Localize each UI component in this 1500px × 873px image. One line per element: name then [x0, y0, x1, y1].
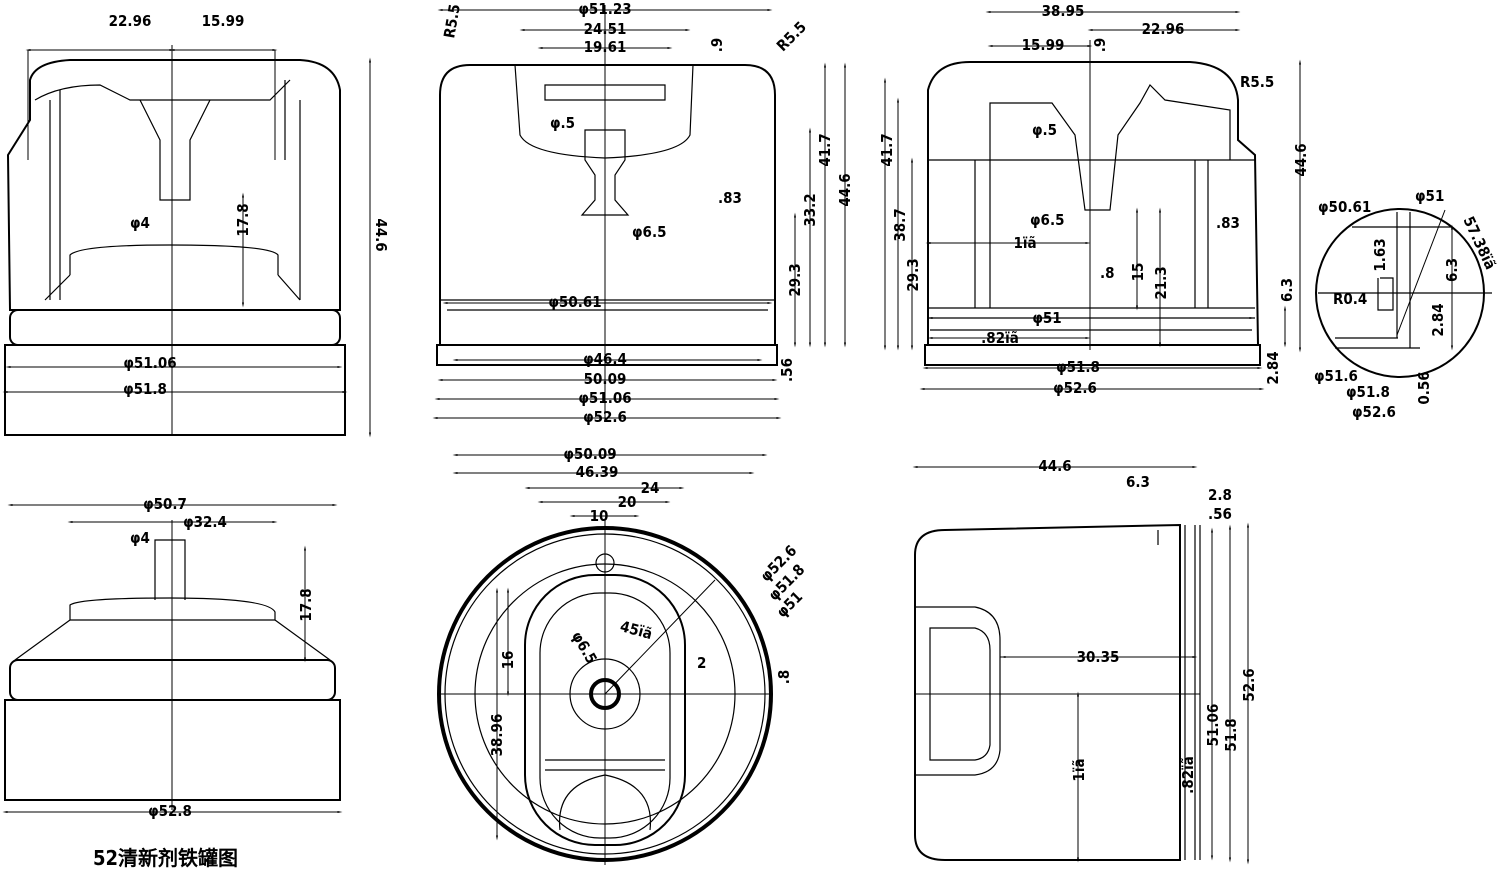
dim-label: 38.7	[891, 208, 909, 241]
view-inner-part: φ50.7 φ32.4 φ4 17.8 φ52.8	[2, 495, 343, 820]
dim-label: 6.3	[1443, 258, 1461, 282]
dim-label: φ46.4	[583, 350, 627, 368]
dim-label: φ51.06	[123, 354, 176, 372]
dim-label: 6.3	[1126, 473, 1150, 491]
dim-label: 44.6	[1038, 457, 1071, 475]
dim-label: R5.5	[773, 18, 810, 55]
dim-label: .56	[1208, 505, 1232, 523]
dim-label: .83	[718, 189, 742, 207]
dim-label: 44.6	[836, 173, 854, 206]
dim-label: 24	[641, 479, 660, 497]
dim-label: R5.5	[440, 3, 464, 40]
dim-label: .9	[708, 38, 726, 53]
dim-label: φ51.8	[1346, 383, 1390, 401]
dim-label: φ.5	[1032, 121, 1057, 139]
dim-label: 24.51	[584, 20, 627, 38]
dim-label: 2.84	[1429, 303, 1447, 336]
dim-label: 1ïã	[1013, 234, 1036, 252]
dim-label: .82ïã	[1179, 756, 1197, 794]
dim-label: 45ïã	[618, 617, 654, 643]
dim-label: 44.6	[372, 218, 390, 251]
dim-label: 2	[697, 654, 706, 672]
dim-label: φ6.5	[568, 628, 601, 667]
dim-label: 50.09	[584, 370, 627, 388]
dim-label: 57.38ïã	[1459, 214, 1499, 273]
dim-label: 29.3	[786, 263, 804, 296]
dim-label: 2.8	[1208, 486, 1232, 504]
dim-label: φ52.6	[583, 408, 627, 426]
dim-label: 20	[618, 493, 637, 511]
dim-label: φ32.4	[183, 513, 227, 531]
view-side-b: 44.6 6.3 2.8 .56 30.35 1ïã .82ïã 51.06 5…	[912, 457, 1258, 865]
dim-label: .9	[1091, 38, 1109, 53]
dim-label: φ51.6	[1314, 367, 1358, 385]
dim-label: 22.96	[109, 12, 152, 30]
dim-label: 10	[590, 507, 609, 525]
dim-label: φ51.06	[578, 389, 631, 407]
dim-label: φ52.8	[148, 802, 192, 820]
dim-label: φ51	[1032, 309, 1061, 327]
dim-label: 6.3	[1278, 278, 1296, 302]
dim-label: 46.39	[576, 463, 619, 481]
dim-label: 2.84	[1264, 351, 1282, 384]
dim-label: φ6.5	[632, 223, 666, 241]
dim-label: 51.06	[1204, 704, 1222, 747]
dim-label: φ50.09	[563, 445, 616, 463]
dim-label: R0.4	[1333, 290, 1367, 308]
dim-label: 41.7	[816, 133, 834, 166]
detail-view: φ50.61 φ51 57.38ïã 1.63 6.3 R0.4 2.84 φ5…	[1314, 187, 1500, 421]
dim-label: 15.99	[202, 12, 245, 30]
drawing-title: 52清新剂铁罐图	[93, 846, 238, 870]
dim-label: 51.8	[1222, 718, 1240, 751]
view-side: φ51.23 24.51 19.61 .9 R5.5 R5.5 φ.5 .83 …	[432, 0, 854, 426]
dim-label: .56	[778, 358, 796, 382]
view-section-b: 38.95 22.96 15.99 .9 R5.5 φ.5 φ6.5 .83 4…	[878, 2, 1310, 397]
dim-label: φ4	[130, 214, 150, 232]
dim-label: 33.2	[801, 193, 819, 226]
dim-label: φ52.6	[1352, 403, 1396, 421]
dim-label: .8	[1100, 264, 1115, 282]
dim-label: 17.8	[297, 588, 315, 621]
dim-label: 1.63	[1371, 238, 1389, 271]
dim-label: φ51	[1415, 187, 1444, 205]
dim-label: 15.99	[1022, 36, 1065, 54]
dim-label: 38.96	[488, 714, 506, 757]
dim-label: φ6.5	[1030, 211, 1064, 229]
dim-label: .82ïã	[981, 329, 1019, 347]
dim-label: R5.5	[1240, 73, 1274, 91]
dim-label: φ50.61	[548, 293, 601, 311]
view-top-plan: φ50.09 46.39 24 20 10 φ52.6 φ51.8 φ51 45…	[437, 445, 808, 865]
dim-label: φ51.8	[1056, 358, 1100, 376]
dim-label: 52.6	[1240, 668, 1258, 701]
dim-label: 30.35	[1077, 648, 1120, 666]
view-front-section: 22.96 15.99 44.6 17.8 φ4 φ51.06 φ51.8	[2, 12, 390, 438]
dim-label: 29.3	[904, 258, 922, 291]
dim-label: 19.61	[584, 38, 627, 56]
dim-label: 41.7	[878, 133, 896, 166]
dim-label: 16	[499, 651, 517, 670]
dim-label: 15	[1129, 263, 1147, 282]
dim-label: φ50.7	[143, 495, 187, 513]
dim-label: .8	[775, 670, 793, 685]
dim-label: 38.95	[1042, 2, 1085, 20]
dim-label: 21.3	[1152, 266, 1170, 299]
dim-label: φ51.8	[123, 380, 167, 398]
dim-label: φ.5	[550, 114, 575, 132]
dim-label: 0.56	[1415, 371, 1433, 404]
dim-label: φ51.23	[578, 0, 631, 18]
dim-label: φ50.61	[1318, 198, 1371, 216]
dim-label: 44.6	[1292, 143, 1310, 176]
dim-label: 22.96	[1142, 20, 1185, 38]
dim-label: φ52.6	[1053, 379, 1097, 397]
dim-label: 1ïã	[1070, 758, 1088, 781]
dim-label: 17.8	[234, 203, 252, 236]
dim-label: .83	[1216, 214, 1240, 232]
dim-label: φ4	[130, 529, 150, 547]
